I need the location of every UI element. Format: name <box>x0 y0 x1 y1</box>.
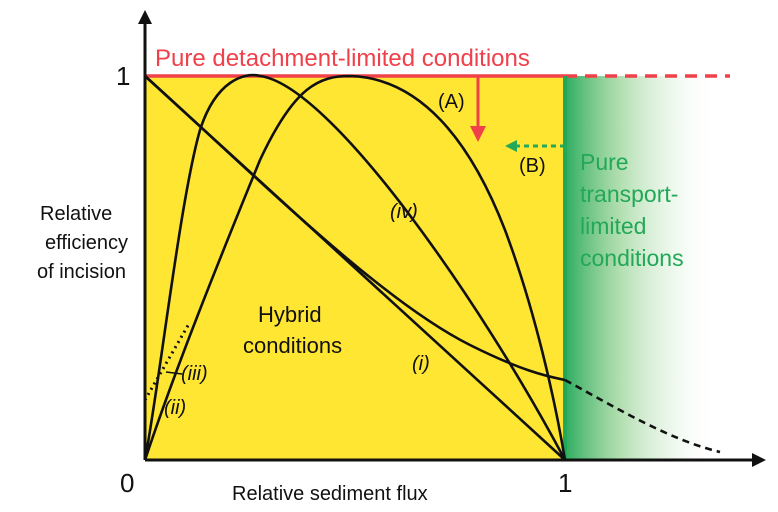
left-arrow-icon <box>505 140 517 152</box>
x-axis-label: Relative sediment flux <box>232 483 428 505</box>
curve-iii-leader <box>165 371 183 375</box>
curve-i-label: (i) <box>412 353 430 375</box>
top-title: Pure detachment-limited conditions <box>155 45 530 72</box>
transport-region <box>565 76 720 460</box>
y-label-line-2: efficiency <box>45 232 128 254</box>
transport-line-1: Pure <box>580 149 629 175</box>
curve-ii-label: (ii) <box>164 397 186 419</box>
y-tick-one: 1 <box>116 61 130 91</box>
curve-iii-label: (iii) <box>181 363 208 385</box>
curve-decay-dashed <box>564 378 721 454</box>
x-tick-one: 1 <box>558 468 572 498</box>
transport-line-4: conditions <box>580 245 684 271</box>
origin-label: 0 <box>120 468 134 498</box>
hybrid-line-1: Hybrid <box>258 302 322 327</box>
y-label-line-3: of incision <box>37 261 126 283</box>
y-label-line-1: Relative <box>40 203 112 225</box>
transport-line-3: limited <box>580 213 646 239</box>
transport-line-2: transport- <box>580 181 678 207</box>
curve-iv-right <box>143 74 567 461</box>
arrow-b-label: (B) <box>519 155 546 177</box>
down-arrow-icon <box>470 126 486 142</box>
curve-decay <box>144 75 566 382</box>
curve-iv-left <box>143 73 567 461</box>
hybrid-line-2: conditions <box>243 333 342 358</box>
x-axis-arrow-icon <box>752 453 766 467</box>
curve-iv-label: (iv) <box>390 201 418 223</box>
arrow-a-label: (A) <box>438 91 465 113</box>
y-axis-arrow-icon <box>138 10 152 24</box>
